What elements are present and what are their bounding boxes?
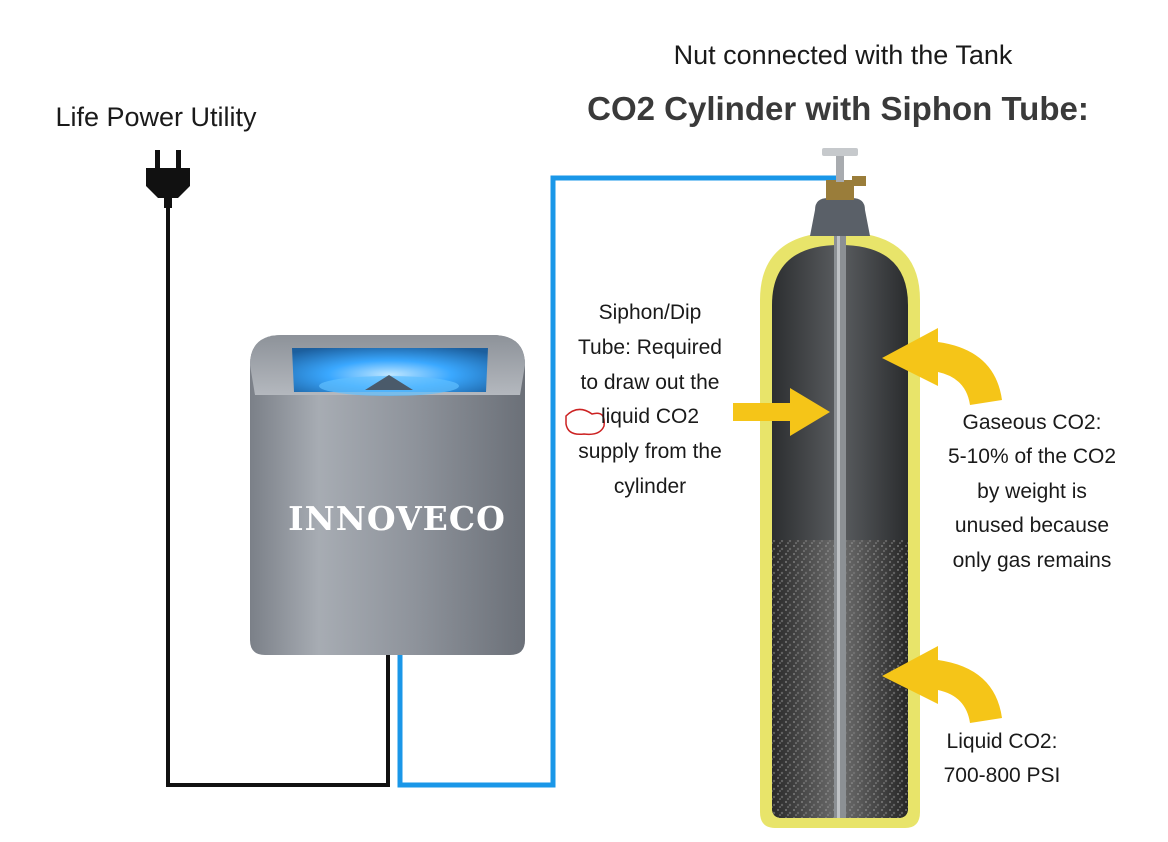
siphon-line: Siphon/Dip <box>599 301 702 324</box>
gaseous-line: Gaseous CO2: <box>963 411 1102 434</box>
siphon-line: Tube: Required <box>578 336 722 359</box>
device: INNOVECO <box>250 335 525 655</box>
valve-icon <box>810 148 870 236</box>
gaseous-annotation: Gaseous CO2: 5-10% of the CO2 by weight … <box>948 411 1116 572</box>
co2-line <box>397 175 838 788</box>
liquid-line: Liquid CO2: <box>947 730 1058 753</box>
gas-arrow <box>882 328 1002 405</box>
co2-cylinder <box>760 228 920 828</box>
brand-label: INNOVECO <box>288 499 506 538</box>
siphon-line: supply from the <box>578 440 722 463</box>
nut-label: Nut connected with the Tank <box>674 40 1013 70</box>
power-cord <box>166 205 390 787</box>
cylinder-title: CO2 Cylinder with Siphon Tube: <box>587 90 1089 127</box>
plug-icon <box>146 150 190 208</box>
siphon-annotation: Siphon/Dip Tube: Required to draw out th… <box>578 301 722 498</box>
power-label: Life Power Utility <box>55 102 257 132</box>
gaseous-line: 5-10% of the CO2 <box>948 445 1116 468</box>
siphon-line: to draw out the <box>581 371 720 394</box>
siphon-line: cylinder <box>614 475 686 498</box>
gaseous-line: unused because <box>955 514 1109 537</box>
liquid-annotation: Liquid CO2: 700-800 PSI <box>944 730 1061 787</box>
gaseous-line: only gas remains <box>953 549 1112 572</box>
siphon-line: liquid CO2 <box>601 405 699 428</box>
liquid-line: 700-800 PSI <box>944 764 1061 787</box>
stamp-icon <box>565 408 605 436</box>
gaseous-line: by weight is <box>977 480 1087 503</box>
liquid-arrow <box>882 646 1002 723</box>
siphon-arrow <box>733 388 830 436</box>
